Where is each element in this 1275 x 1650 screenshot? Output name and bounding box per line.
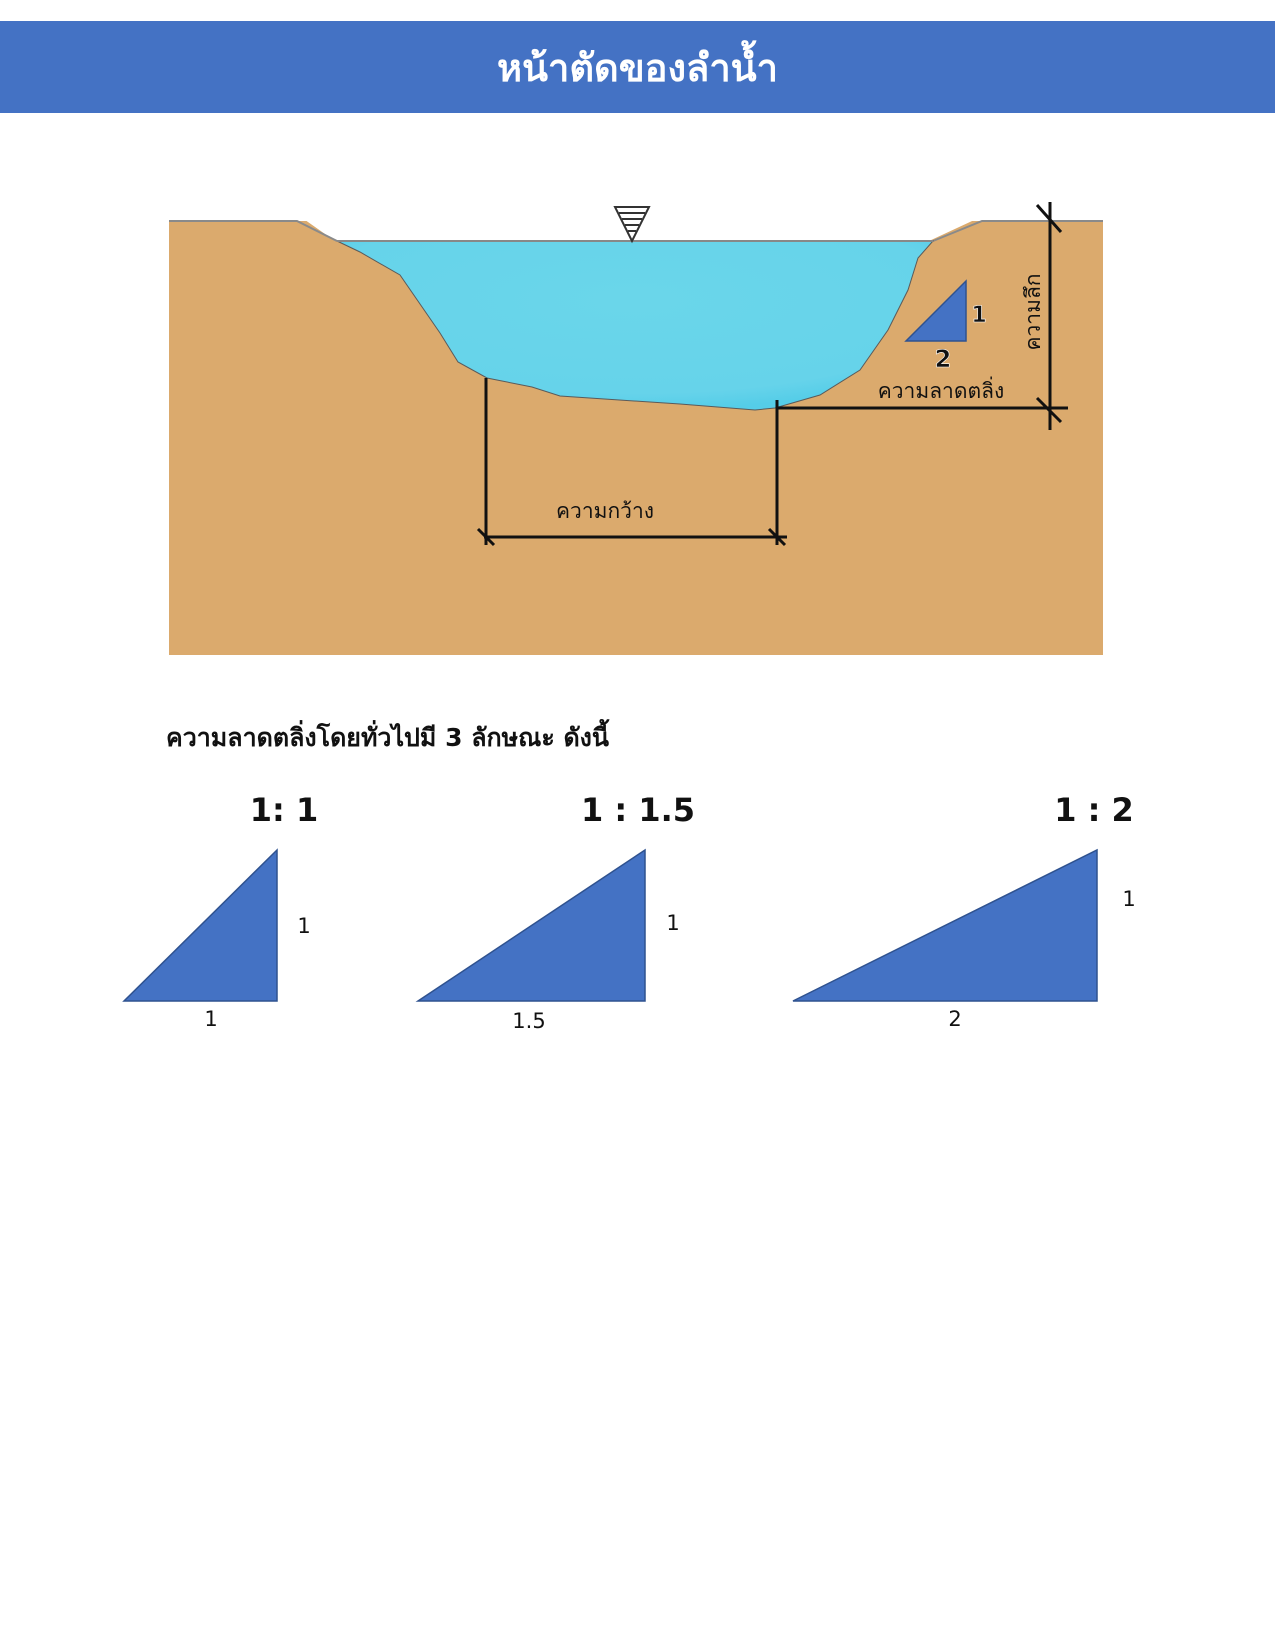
right-bank-line (932, 220, 1103, 242)
water-level-icon (613, 206, 651, 244)
width-tick-right (767, 527, 787, 547)
depth-tick-bottom (1035, 396, 1063, 424)
depth-label: ความลึก (1021, 273, 1045, 350)
slope-intro-text: ความลาดตลิ่งโดยทั่วไปมี 3 ลักษณะ ดังนี้ (166, 723, 609, 752)
slope-example-ratio-label: 1 : 2 (1054, 791, 1134, 829)
slope-rise-label: 1 (971, 303, 986, 328)
slope-triangle (122, 848, 278, 1002)
slope-example-ratio-label: 1 : 1.5 (581, 791, 695, 829)
slope-rise-label: 1 (666, 911, 679, 935)
slope-run-label: 2 (935, 345, 952, 373)
slope-run-label: 1.5 (512, 1009, 545, 1033)
left-bank-line (169, 220, 338, 242)
water-body (336, 240, 935, 411)
slope-example-1-2: 1 : 2 1 2 (792, 791, 1136, 1031)
slope-triangle (415, 848, 646, 1002)
width-tick-left (476, 527, 496, 547)
slope-indicator-triangle (904, 279, 967, 342)
slope-rise-label: 1 (1122, 887, 1135, 911)
slope-example-ratio-label: 1: 1 (250, 791, 318, 829)
slope-example-1-1-5: 1 : 1.5 1 1.5 (415, 791, 695, 1033)
slope-run-label: 2 (948, 1007, 961, 1031)
slope-example-1-1: 1: 1 1 1 (122, 791, 318, 1031)
slope-run-label: 1 (204, 1007, 217, 1031)
depth-tick-top (1035, 204, 1063, 233)
slope-rise-label: 1 (297, 914, 310, 938)
page-header: หน้าตัดของลำน้ำ (0, 21, 1275, 113)
width-label: ความกว้าง (556, 499, 654, 523)
slope-label: ความลาดตลิ่ง (878, 376, 1005, 403)
page-title: หน้าตัดของลำน้ำ (496, 45, 778, 90)
slope-triangle (792, 848, 1098, 1002)
